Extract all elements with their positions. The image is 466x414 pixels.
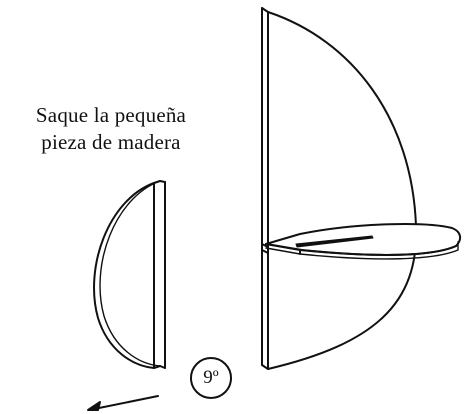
instruction-line-2: pieza de madera <box>41 130 181 154</box>
instruction-line-1: Saque la pequeña <box>35 103 187 127</box>
instruction-caption: Saque la pequeña pieza de madera <box>4 102 218 156</box>
direction-arrow-icon <box>87 395 159 411</box>
step-number: 9º <box>203 367 219 388</box>
shelf <box>265 223 462 260</box>
removed-wood-piece <box>93 180 166 369</box>
main-panel <box>261 7 418 370</box>
step-number-badge: 9º <box>190 357 232 399</box>
